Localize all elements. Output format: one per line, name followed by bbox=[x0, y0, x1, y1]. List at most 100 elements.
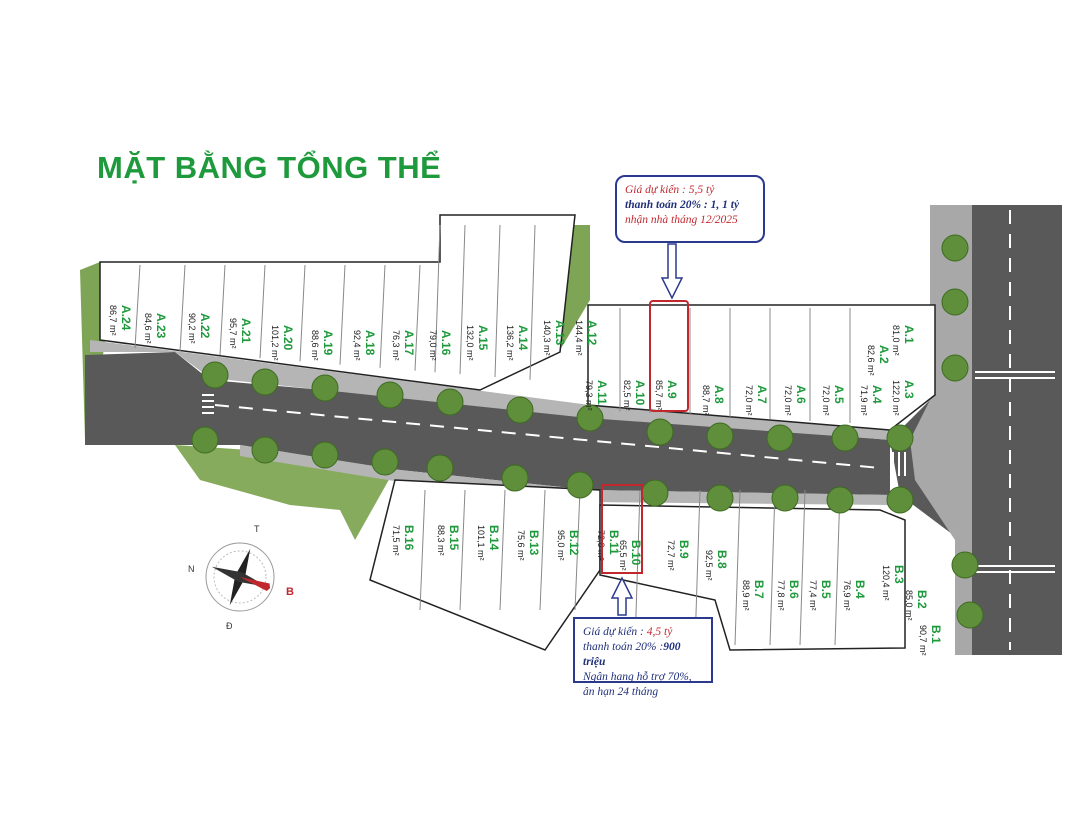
crosswalk-west bbox=[202, 394, 214, 414]
lot-code: A.9 bbox=[665, 380, 679, 399]
compass-rose: T Đ N B bbox=[188, 524, 294, 631]
lot-code: A.10 bbox=[633, 380, 647, 406]
block-b-west bbox=[369, 479, 601, 651]
lot-a-22[interactable]: A.282,6 m² bbox=[866, 345, 891, 376]
lot-area: 90,2 m² bbox=[187, 313, 197, 344]
lot-code: A.3 bbox=[902, 380, 916, 399]
lot-a-17[interactable]: A.772,0 m² bbox=[744, 385, 769, 416]
compass-label-n: T bbox=[254, 524, 260, 534]
highlight-lot-b10[interactable] bbox=[601, 484, 643, 574]
lot-area: 90,7 m² bbox=[918, 625, 928, 656]
highlight-lot-a9[interactable] bbox=[649, 300, 689, 412]
lot-code: A.2 bbox=[877, 345, 891, 364]
callout-a-pay-label: thanh toán 20% : bbox=[625, 199, 711, 211]
lot-code: B.4 bbox=[853, 580, 867, 599]
lot-area: 101,1 m² bbox=[476, 525, 486, 561]
callout-arrow-b bbox=[610, 576, 634, 616]
lot-a-23[interactable]: A.181,0 m² bbox=[891, 325, 916, 356]
lot-a-19[interactable]: A.572,0 m² bbox=[821, 385, 846, 416]
sidewalk-north bbox=[90, 340, 892, 440]
lot-code: A.5 bbox=[832, 385, 846, 404]
lot-area: 72,0 m² bbox=[744, 385, 754, 416]
lot-b-9[interactable]: B.788,9 m² bbox=[741, 580, 766, 611]
lot-code: B.16 bbox=[402, 525, 416, 551]
lot-code: A.20 bbox=[281, 325, 295, 351]
lot-code: A.11 bbox=[595, 380, 609, 405]
lot-area: 88,7 m² bbox=[701, 385, 711, 416]
lot-area: 84,6 m² bbox=[143, 313, 153, 344]
block-a-east bbox=[587, 304, 936, 431]
callout-b-price-value: 4,5 tỷ bbox=[646, 626, 673, 638]
lot-area: 101,2 m² bbox=[270, 325, 280, 361]
lot-a-20[interactable]: A.471,9 m² bbox=[859, 385, 884, 416]
lot-area: 79,3 m² bbox=[584, 380, 594, 411]
lot-code: B.14 bbox=[487, 525, 501, 551]
lot-area: 122,0 m² bbox=[891, 380, 901, 416]
lot-a-15[interactable]: A.985,7 m² bbox=[654, 380, 679, 411]
callout-arrow-a bbox=[660, 243, 684, 300]
lot-code: B.10 bbox=[629, 540, 643, 566]
compass-label-w: N bbox=[188, 564, 195, 574]
lot-b-10[interactable]: B.677,8 m² bbox=[776, 580, 801, 611]
lot-b-7[interactable]: B.972,7 m² bbox=[666, 540, 691, 571]
lot-code: A.14 bbox=[516, 325, 530, 351]
lot-b-11[interactable]: B.577,4 m² bbox=[808, 580, 833, 611]
lot-b-15[interactable]: B.190,7 m² bbox=[918, 625, 943, 656]
lot-code: B.2 bbox=[915, 590, 929, 609]
lot-b-8[interactable]: B.892,5 m² bbox=[704, 550, 729, 581]
lot-code: B.7 bbox=[752, 580, 766, 599]
lot-b-14[interactable]: B.285,0 m² bbox=[904, 590, 929, 621]
lot-code: B.11 bbox=[607, 530, 621, 555]
lot-area: 132,0 m² bbox=[465, 325, 475, 361]
lot-area: 85,0 m² bbox=[904, 590, 914, 621]
crosswalk-east-north bbox=[975, 371, 1055, 379]
lot-area: 77,4 m² bbox=[808, 580, 818, 611]
lot-area: 136,2 m² bbox=[505, 325, 515, 361]
compass-label-s: Đ bbox=[226, 621, 233, 631]
lot-area: 82,5 m² bbox=[622, 380, 632, 411]
lot-area: 86,7 m² bbox=[108, 305, 118, 336]
main-road bbox=[85, 352, 890, 495]
lot-code: A.15 bbox=[476, 325, 490, 351]
callout-a-price-label: Giá dự kiến : bbox=[625, 184, 689, 196]
lot-a-18[interactable]: A.672,0 m² bbox=[783, 385, 808, 416]
callout-b-pay-label: thanh toán 20% : bbox=[583, 641, 664, 653]
lot-a-16[interactable]: A.888,7 m² bbox=[701, 385, 726, 416]
road-centerline bbox=[214, 404, 881, 469]
lot-area: 88,9 m² bbox=[741, 580, 751, 611]
lot-b-12[interactable]: B.476,9 m² bbox=[842, 580, 867, 611]
lot-code: A.18 bbox=[363, 330, 377, 356]
lot-area: 92,4 m² bbox=[352, 330, 362, 361]
lot-area: 72,0 m² bbox=[783, 385, 793, 416]
lot-area: 71,5 m² bbox=[391, 525, 401, 556]
lot-code: B.8 bbox=[715, 550, 729, 569]
lot-area: 76,3 m² bbox=[391, 330, 401, 361]
street-trees bbox=[191, 234, 984, 629]
lot-code: A.7 bbox=[755, 385, 769, 404]
lot-code: A.12 bbox=[585, 320, 599, 346]
